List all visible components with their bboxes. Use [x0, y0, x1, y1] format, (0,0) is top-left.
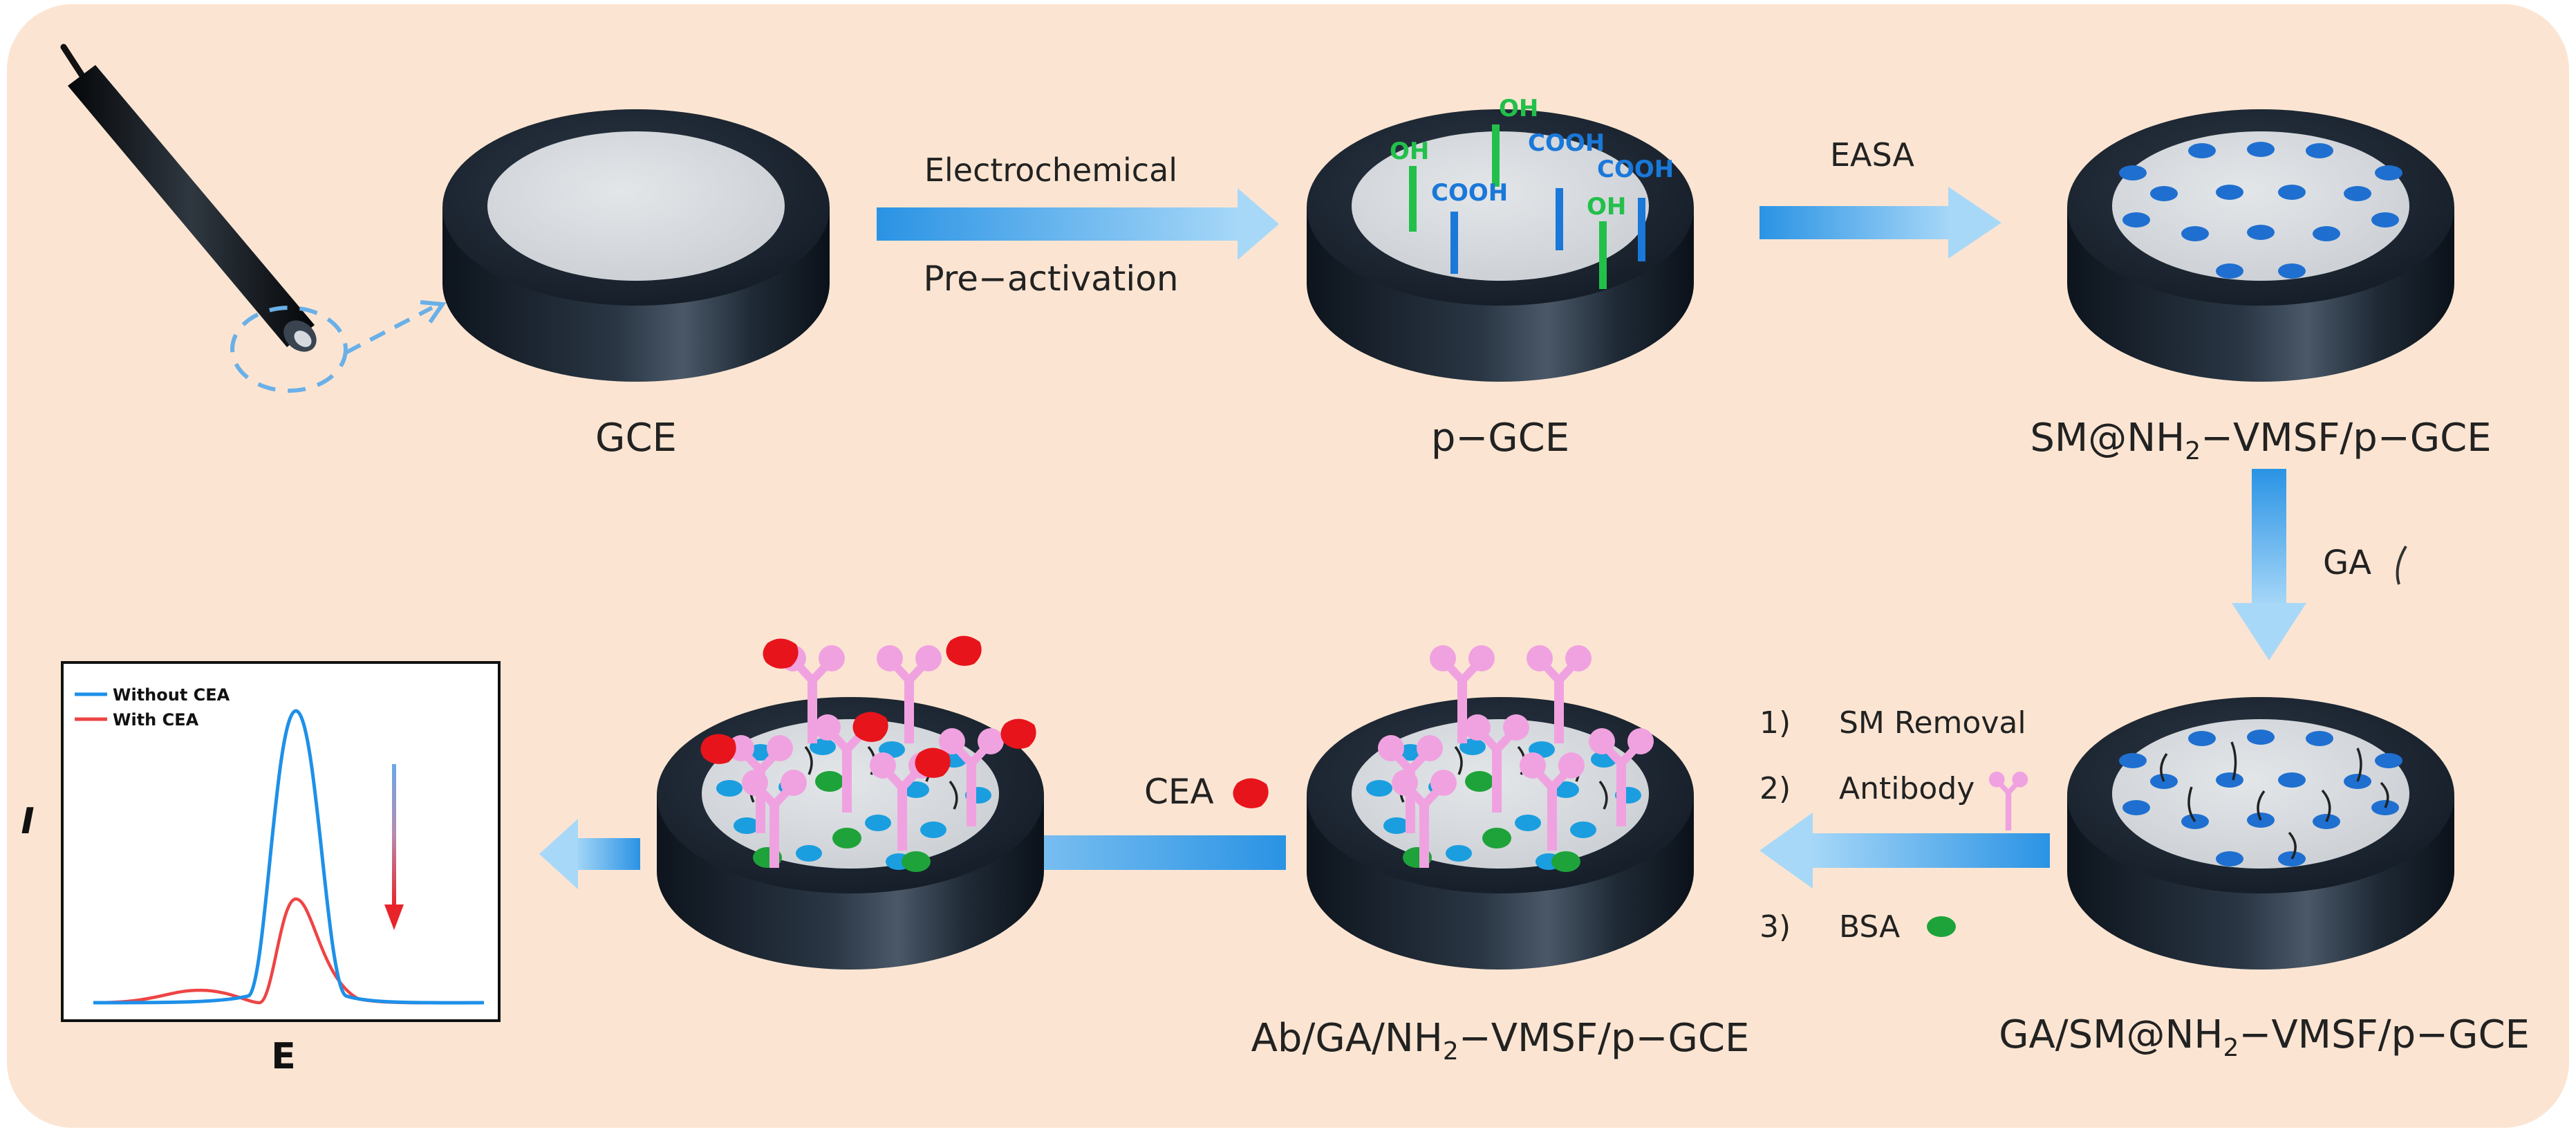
step-text-antibody: Antibody — [1839, 771, 1975, 806]
gce-label: GCE — [595, 416, 677, 461]
oh-label: OH — [1587, 193, 1626, 221]
arrow-label-preactivation: Pre−activation — [923, 259, 1178, 299]
ga-linker-icon — [2396, 545, 2407, 585]
step-number-2: 2) — [1760, 771, 1791, 806]
ab-ga-vmsf-label: Ab/GA/NH2−VMSF/p−GCE — [1251, 1016, 1750, 1066]
electrode-pen-icon — [60, 44, 447, 393]
step-number-1: 1) — [1760, 705, 1791, 741]
step-number-3: 3) — [1760, 909, 1791, 945]
legend-without-cea: Without CEA — [113, 685, 230, 705]
signal-decrease-arrow-shaft — [392, 764, 396, 906]
dpv-plot: Without CEA With CEA E I — [21, 661, 501, 1077]
cea-bound-electrode — [657, 635, 1044, 969]
oh-group-bar — [1409, 166, 1417, 232]
cooh-group-bar — [1450, 212, 1458, 274]
arrow-label-easa: EASA — [1830, 136, 1915, 174]
oh-group-bar — [1599, 221, 1607, 289]
ga-sm-vmsf-label: GA/SM@NH2−VMSF/p−GCE — [1999, 1012, 2530, 1062]
plot-frame — [61, 661, 501, 1022]
arrow-label-electrochemical: Electrochemical — [924, 151, 1177, 189]
step-text-sm-removal: SM Removal — [1839, 705, 2026, 741]
signal-decrease-arrowhead — [384, 904, 404, 930]
p-gce-electrode: OH OH OH COOH COOH COOH — [1307, 95, 1694, 382]
sm-vmsf-electrode — [2067, 109, 2454, 382]
cooh-group-bar — [1556, 188, 1563, 250]
cooh-label: COOH — [1528, 129, 1605, 157]
cea-legend-icon — [1233, 778, 1269, 808]
arrow-label-ga: GA — [2323, 544, 2371, 582]
plot-ylabel: I — [21, 801, 34, 842]
ga-sm-vmsf-electrode — [2067, 697, 2454, 969]
curve-without-cea — [93, 709, 485, 1005]
oh-label: OH — [1499, 95, 1538, 122]
activation-arrow — [877, 188, 1279, 260]
readout-arrow — [539, 819, 640, 889]
ga-arrow — [2232, 469, 2306, 660]
bsa-legend-icon — [1927, 916, 1956, 937]
step-text-bsa: BSA — [1839, 909, 1900, 945]
plot-xlabel: E — [271, 1036, 296, 1077]
easa-arrow — [1760, 187, 2001, 259]
cooh-group-bar — [1638, 198, 1645, 261]
sm-vmsf-label: SM@NH2−VMSF/p−GCE — [2030, 416, 2491, 465]
p-gce-label: p−GCE — [1431, 416, 1569, 461]
cooh-label: COOH — [1597, 156, 1674, 183]
ab-ga-vmsf-electrode — [1307, 645, 1694, 969]
oh-label: OH — [1390, 138, 1429, 165]
cooh-label: COOH — [1431, 179, 1508, 207]
arrow-label-cea: CEA — [1144, 772, 1214, 812]
gce-electrode — [442, 109, 830, 382]
immobilization-arrow — [1760, 813, 2050, 889]
legend-with-cea: With CEA — [113, 710, 199, 730]
oh-group-bar — [1492, 124, 1500, 187]
